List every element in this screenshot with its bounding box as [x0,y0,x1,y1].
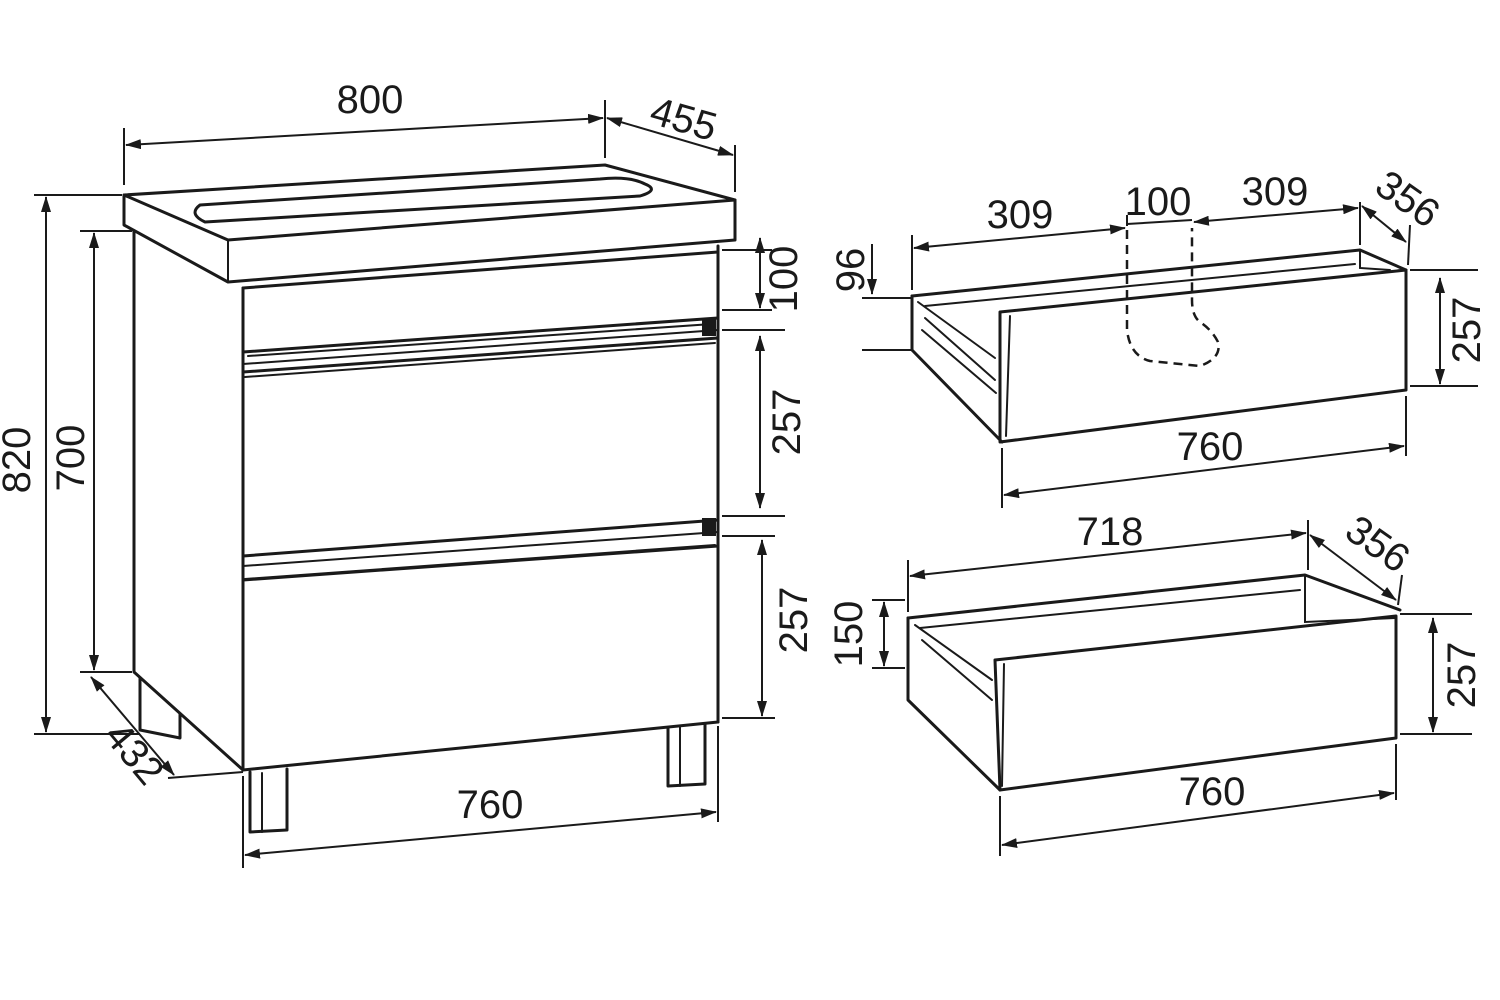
dim-label-100: 100 [762,246,806,313]
dim-label-455: 455 [645,89,721,150]
dim-line-100-center [1126,219,1193,225]
lower-drawer-detail: 718 356 150 257 760 [827,507,1484,856]
dim-label-356-lower: 356 [1337,507,1417,581]
dim-label-257-upper: 257 [765,389,809,456]
sink-basin [193,176,653,224]
dim-label-760-lower: 760 [1179,770,1246,814]
dim-label-760-base: 760 [457,783,524,827]
dim-label-96: 96 [829,248,873,293]
dim-line-760-lower [1001,790,1395,848]
upper-drawer-handle [242,329,719,378]
handle-block-1 [702,318,716,336]
cabinet: 800 455 820 700 432 100 257 257 [0,78,816,868]
upper-drawer-front [241,336,720,558]
dim-line-760-base [244,808,717,859]
dim-label-100-center: 100 [1125,180,1192,224]
leg-front-left [248,767,289,834]
dim-line-760-upper [1003,442,1405,499]
dim-line-800 [125,113,604,150]
upper-drawer-box-top [910,248,1408,298]
dim-line-309-left [913,224,1126,252]
dim-line-432 [90,676,175,776]
lower-drawer-front-panel [993,614,1398,792]
dim-label-309-right: 309 [1242,170,1309,214]
dim-line-356-upper [1361,205,1407,243]
upper-drawer-inner-side [917,301,997,394]
upper-drawer-front-panel [998,268,1408,444]
leg-front-right [666,723,707,788]
top-panel-gap [242,317,719,357]
dim-line-718 [909,529,1307,580]
dim-label-800: 800 [337,78,404,122]
carcass-side [132,229,245,772]
lower-drawer-front-inner [1001,663,1005,787]
dim-label-257-lower: 257 [772,587,816,654]
lower-drawer-box-side [906,616,1002,792]
upper-drawer-box-back [924,249,1391,307]
dim-label-700: 700 [49,425,93,492]
lower-drawer-box-top [906,573,1402,620]
upper-drawer-detail: 96 309 100 309 356 257 760 [829,162,1489,508]
dim-label-309-left: 309 [987,193,1054,237]
siphon-cutout [1125,228,1220,368]
top-panel [241,250,720,354]
dim-label-718: 718 [1077,510,1144,554]
lower-drawer-inner-side [914,624,993,701]
lower-drawer-front [241,544,720,772]
dim-label-432: 432 [96,714,173,793]
dim-label-820: 820 [0,427,39,494]
dim-label-760-upper: 760 [1177,425,1244,469]
dim-line-455 [606,117,734,156]
dim-label-257-upper-front: 257 [1445,297,1489,364]
dim-line-309-right [1193,204,1359,226]
upper-drawer-front-inner [1005,315,1011,437]
lower-drawer-handle [242,531,719,580]
dim-label-356-upper: 356 [1367,162,1447,236]
dim-line-356-lower [1309,534,1397,601]
dim-label-150: 150 [827,601,871,668]
dim-label-257-lower-front: 257 [1440,642,1484,709]
